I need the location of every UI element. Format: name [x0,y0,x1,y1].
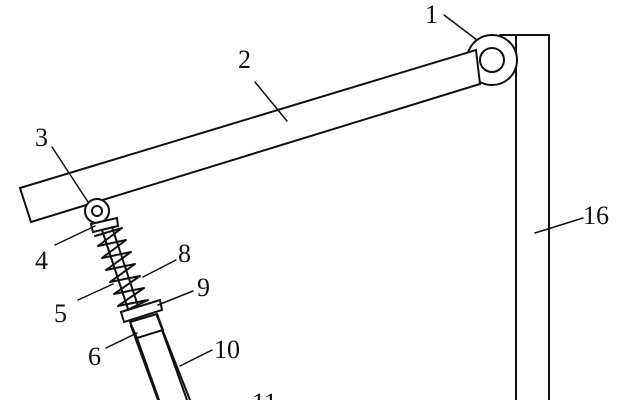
label-10: 10 [214,335,240,364]
label-6: 6 [88,342,101,371]
label-9: 9 [197,273,210,302]
vertical-post [499,34,550,400]
label-11: 11 [252,388,277,400]
label-1: 1 [425,0,438,29]
label-3: 3 [35,123,48,152]
part-labels: 1 2 3 4 5 6 8 9 10 11 16 [35,0,609,400]
label-8: 8 [178,239,191,268]
cylinder [128,312,191,400]
label-2: 2 [238,45,251,74]
label-5: 5 [54,299,67,328]
inclined-arm [18,48,482,224]
lower-spring-seat [119,298,164,324]
label-16: 16 [583,201,609,230]
spring-seat [89,216,120,234]
label-4: 4 [35,246,48,275]
coil-spring [94,227,149,313]
leader-lines [51,14,584,367]
lower-pivot [84,198,110,224]
